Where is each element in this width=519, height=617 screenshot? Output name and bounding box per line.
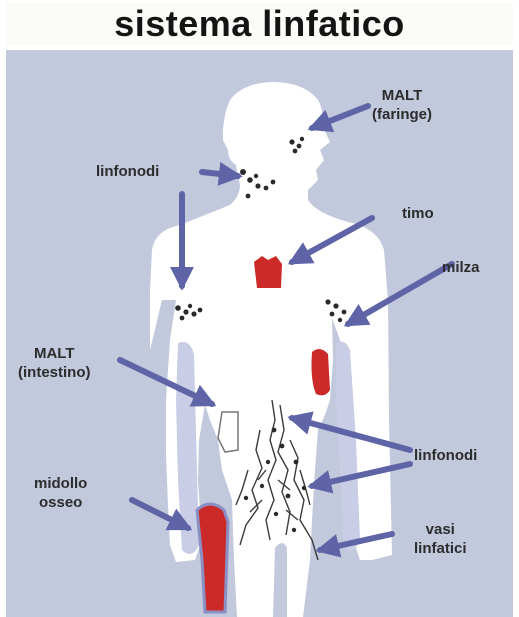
label-malt-intestino: MALT (intestino) [18,344,91,382]
label-linfonodi-abdomen: linfonodi [414,446,477,465]
bone-marrow [197,504,228,612]
spleen [312,349,331,395]
label-midollo-osseo: midollo osseo [34,474,87,512]
label-timo: timo [402,204,434,223]
thymus [254,256,282,288]
arrow-linfonodi-neck [202,172,238,176]
label-vasi-linfatici: vasi linfatici [414,520,467,558]
label-linfonodi-neck: linfonodi [96,162,159,181]
label-milza: milza [442,258,480,277]
label-malt-faringe: MALT (faringe) [372,86,432,124]
